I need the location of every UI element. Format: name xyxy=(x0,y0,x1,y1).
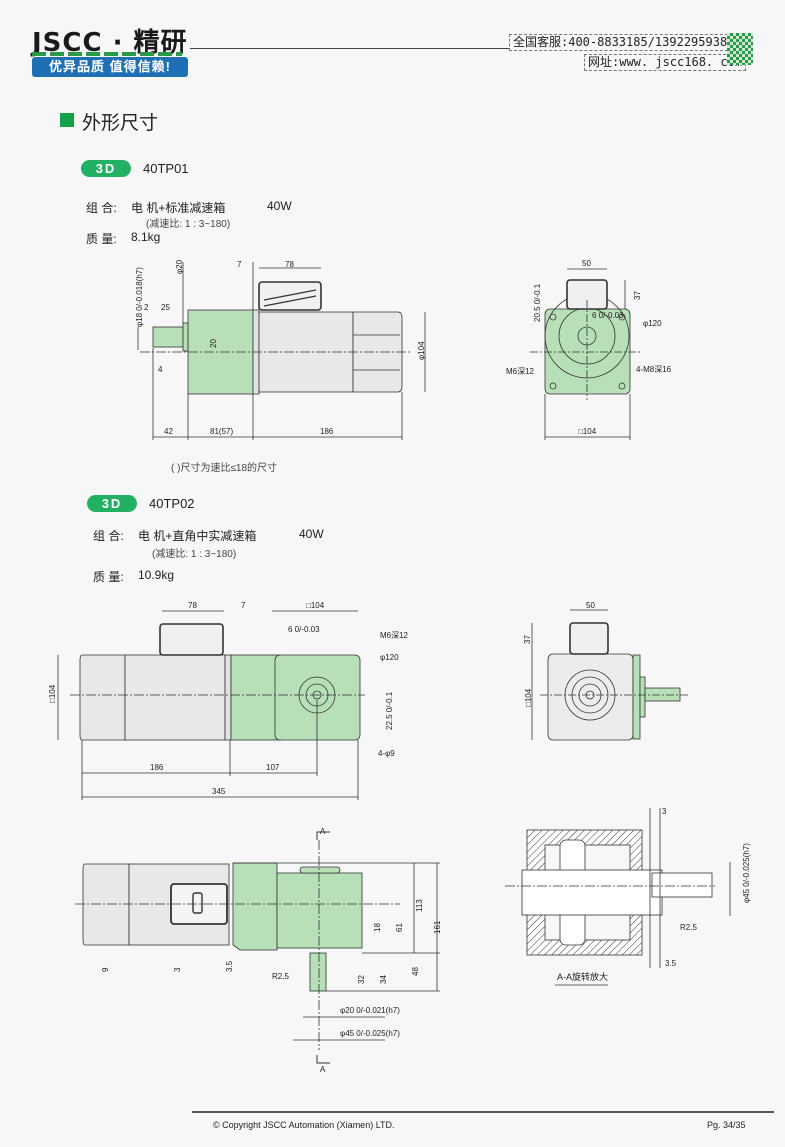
drawing-40tp01-end-view xyxy=(530,268,640,440)
d2-section-labels: 3 φ45 0/-0.025(h7) R2.5 3.5 A-A旋转放大 xyxy=(557,807,751,982)
dim-label: 18 xyxy=(373,923,382,932)
d2-end-labels: 50 37 □104 xyxy=(523,601,595,707)
combo-value: 电 机+直角中实减速箱 xyxy=(138,529,257,543)
brand-slogan: 优异品质 值得信赖! xyxy=(32,57,188,77)
combo-label: 组 合: xyxy=(86,201,117,215)
copyright-text: © Copyright JSCC Automation (Xiamen) LTD… xyxy=(213,1120,395,1130)
dim-label: 107 xyxy=(266,763,280,772)
d1-side-labels: φ20 7 78 φ18 0/-0.018(h7) 2 25 20 4 φ104… xyxy=(135,259,426,436)
dim-label: 3 xyxy=(173,967,182,972)
3d-badge-button[interactable]: 3D xyxy=(81,160,131,177)
power-value: 40W xyxy=(267,199,292,213)
power-value: 40W xyxy=(299,527,324,541)
checker-logo-decoration xyxy=(727,33,753,65)
dim-label: R2.5 xyxy=(272,972,289,981)
model-name: 40TP02 xyxy=(149,496,195,511)
dim-label: 186 xyxy=(320,427,334,436)
dim-label: 3 xyxy=(662,807,667,816)
dim-label: φ104 xyxy=(417,341,426,360)
dim-label: M6深12 xyxy=(380,631,409,640)
section-marker-label: A xyxy=(320,1065,326,1074)
d1-end-labels: 50 37 20.5 0/-0.1 6 0/-0.03 φ120 M6深12 4… xyxy=(506,259,672,436)
dimension-note: ( )尺寸为速比≤18的尺寸 xyxy=(171,463,278,474)
dim-label: 78 xyxy=(285,260,294,269)
d2-front-labels: A A 9 3 3.5 R2.5 18 61 113 161 32 34 48 … xyxy=(101,827,442,1074)
dim-label: 42 xyxy=(164,427,173,436)
combo-value: 电 机+标准减速箱 xyxy=(131,201,226,215)
dim-label: 3.5 xyxy=(225,960,234,972)
3d-badge-button[interactable]: 3D xyxy=(87,495,137,512)
header-divider xyxy=(190,48,726,49)
dim-label: 186 xyxy=(150,763,164,772)
drawing-40tp02-side-view xyxy=(57,610,365,800)
dim-label: φ120 xyxy=(380,653,399,662)
dim-label: 61 xyxy=(395,923,404,932)
mass-label: 质 量: xyxy=(86,232,117,246)
dim-label: M6深12 xyxy=(506,367,535,376)
dim-label: 6 0/-0.03 xyxy=(288,625,320,634)
dim-label: 2 xyxy=(144,303,149,312)
hotline-text: 全国客服:400-8833185/13922959386 xyxy=(509,34,739,51)
dim-label: 50 xyxy=(582,259,591,268)
logo-dash-decoration xyxy=(32,52,182,56)
section-marker-label: A xyxy=(320,827,326,836)
dim-label: □104 xyxy=(306,601,325,610)
dim-label: φ45 0/-0.025(h7) xyxy=(742,843,751,903)
dim-label: 50 xyxy=(586,601,595,610)
dim-label: 32 xyxy=(357,975,366,984)
dim-label: φ20 0/-0.021(h7) xyxy=(340,1006,400,1015)
dim-label: 81(57) xyxy=(210,427,233,436)
dim-label: 37 xyxy=(633,291,642,300)
dim-label: 4-M8深16 xyxy=(636,365,672,374)
dim-label: 20 xyxy=(209,339,218,348)
drawing-aa-section-view xyxy=(505,808,731,986)
drawing-40tp02-end-view xyxy=(531,609,688,741)
mass-label: 质 量: xyxy=(93,570,124,584)
dim-label: 345 xyxy=(212,787,226,796)
dim-label: 48 xyxy=(411,967,420,976)
d2-side-labels: 78 7 □104 6 0/-0.03 M6深12 φ120 □104 22.5… xyxy=(48,601,409,796)
dim-label: 78 xyxy=(188,601,197,610)
page-number: Pg. 34/35 xyxy=(707,1120,746,1130)
dim-label: 7 xyxy=(241,601,246,610)
dim-label: 22.5 0/-0.1 xyxy=(385,691,394,730)
ratio-value: (减速比: 1 : 3~180) xyxy=(146,219,231,230)
dim-label: φ120 xyxy=(643,319,662,328)
dim-label: φ18 0/-0.018(h7) xyxy=(135,267,144,327)
dim-label: 6 0/-0.03 xyxy=(592,311,624,320)
mass-value: 8.1kg xyxy=(131,230,161,244)
footer-divider xyxy=(192,1111,774,1113)
dim-label: 4 xyxy=(158,365,163,374)
section-marker-icon xyxy=(60,113,74,127)
dim-label: 113 xyxy=(415,899,424,912)
dim-label: 25 xyxy=(161,303,170,312)
combo-label: 组 合: xyxy=(93,529,124,543)
dim-label: φ20 xyxy=(175,259,184,274)
dim-label: 7 xyxy=(237,260,242,269)
dim-label: 4-φ9 xyxy=(378,749,395,758)
dim-label: 3.5 xyxy=(665,959,677,968)
section-caption: A-A旋转放大 xyxy=(557,971,608,982)
dim-label: □104 xyxy=(48,684,57,703)
dim-label: φ45 0/-0.025(h7) xyxy=(340,1029,400,1038)
dim-label: 34 xyxy=(379,975,388,984)
dim-label: 37 xyxy=(523,635,532,644)
drawing-40tp01-side-view xyxy=(137,262,426,440)
dim-label: □104 xyxy=(524,688,533,707)
drawing-40tp02-front-view xyxy=(75,831,440,1064)
model-name: 40TP01 xyxy=(143,161,189,176)
dim-label: 161 xyxy=(433,920,442,934)
dim-label: R2.5 xyxy=(680,923,697,932)
ratio-value: (减速比: 1 : 3~180) xyxy=(152,549,237,560)
mass-value: 10.9kg xyxy=(138,568,175,582)
dim-label: 20.5 0/-0.1 xyxy=(533,283,542,322)
dim-label: 9 xyxy=(101,967,110,972)
dim-label: □104 xyxy=(578,427,597,436)
section-title: 外形尺寸 xyxy=(82,113,159,134)
